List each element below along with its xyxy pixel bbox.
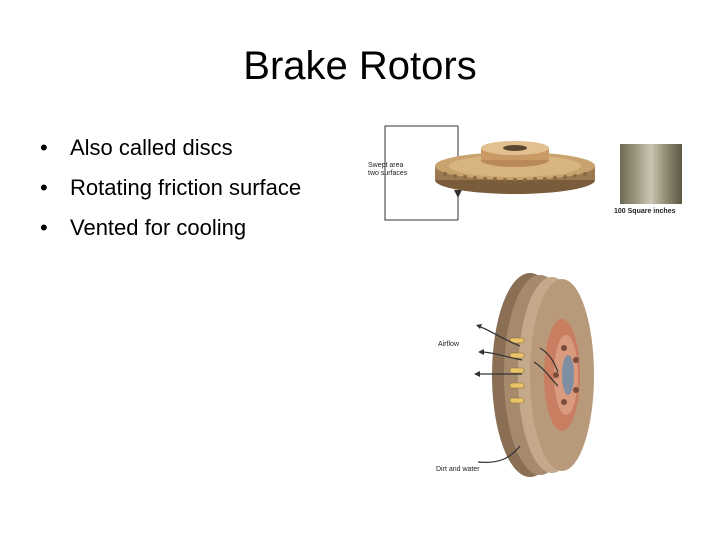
bullet-list: Also called discs Rotating friction surf…	[38, 132, 301, 252]
bullet-item: Vented for cooling	[38, 212, 301, 252]
dirt-water-label: Dirt and water	[436, 466, 480, 473]
swept-area-label: Swept area two surfaces	[368, 162, 408, 177]
arrow-down-icon	[454, 190, 462, 198]
vented-rotor-illustration	[474, 273, 594, 477]
rotor-swept-area-illustration	[384, 125, 595, 221]
bullet-item: Also called discs	[38, 132, 301, 172]
bullet-item: Rotating friction surface	[38, 172, 301, 212]
slide-title: Brake Rotors	[243, 44, 477, 88]
dirt-arrow-icon	[477, 445, 521, 463]
swept-area-bracket	[384, 125, 459, 221]
square-swatch	[620, 144, 682, 204]
rotor-top-view-icon	[435, 141, 595, 194]
airflow-label: Airflow	[438, 341, 460, 348]
vented-rotor-icon	[492, 273, 594, 477]
square-inches-label: 100 Square inches	[614, 208, 676, 215]
